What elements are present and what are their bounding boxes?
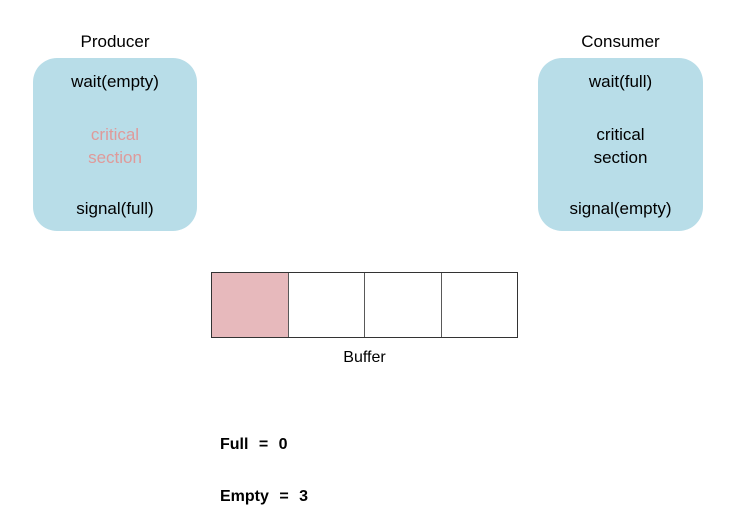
consumer-critical-line1: critical [596, 124, 645, 144]
producer-critical-line2: section [88, 147, 142, 167]
producer-wait-label: wait(empty) [71, 72, 159, 91]
consumer-panel: wait(full) critical section signal(empty… [538, 58, 703, 231]
consumer-critical-section-label: critical section [594, 123, 648, 169]
buffer-cell-0 [212, 273, 289, 337]
consumer-signal-label: signal(empty) [569, 199, 672, 218]
buffer-cell-3 [441, 273, 517, 337]
buffer-cell-2 [365, 273, 442, 337]
producer-critical-section-label: critical section [88, 123, 142, 169]
consumer-wait-label: wait(full) [588, 72, 653, 91]
buffer-label: Buffer [343, 349, 386, 366]
consumer-critical-line2: section [593, 147, 648, 167]
buffer-cell-1 [288, 273, 365, 337]
producer-title: Producer [80, 32, 150, 51]
consumer-title: Consumer [581, 32, 660, 51]
producer-panel: wait(empty) critical section signal(full… [33, 58, 197, 231]
empty-counter: Empty = 3 [220, 488, 309, 505]
full-counter: Full = 0 [220, 436, 288, 453]
buffer [211, 272, 518, 338]
producer-signal-label: signal(full) [76, 199, 154, 218]
producer-critical-line1: critical [90, 124, 140, 144]
